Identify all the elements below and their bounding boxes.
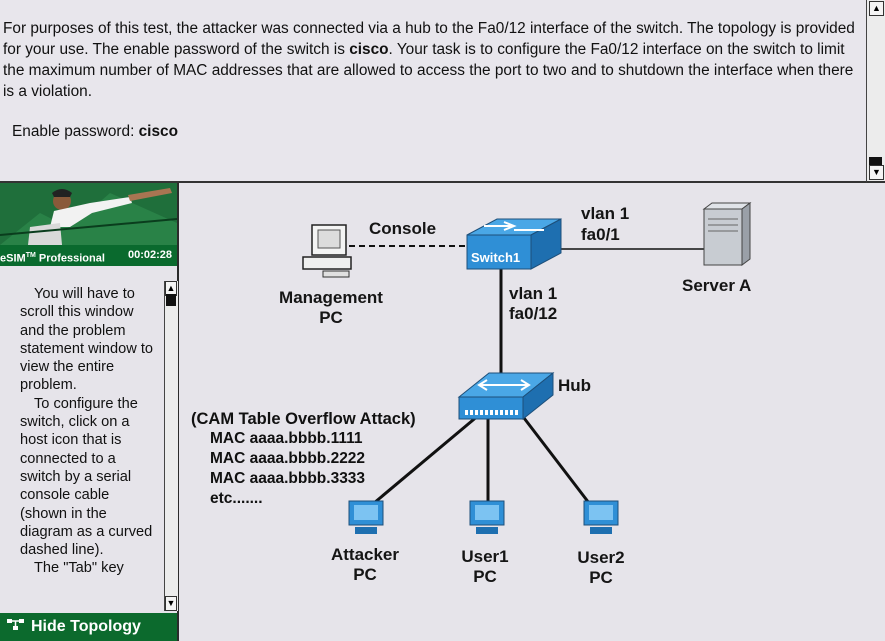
enable-password-value: cisco [138, 123, 178, 140]
topology-diagram: Console Switch1 vlan 1 fa0/1 Server A Ma… [179, 183, 885, 641]
user1-pc-label: User1 PC [443, 547, 527, 587]
vlan-mid-label: vlan 1 [509, 284, 558, 303]
scroll-down-icon[interactable]: ▼ [165, 596, 177, 611]
problem-statement: For purposes of this test, the attacker … [0, 0, 866, 183]
link-hub-user2 [522, 417, 591, 504]
status-bar: eSIMTM Professional 00:02:28 [0, 245, 177, 266]
hub-label: Hub [558, 376, 592, 395]
user1-pc-line2: PC [473, 567, 497, 586]
switch-icon[interactable] [466, 218, 562, 270]
mac-line: etc....... [210, 490, 263, 507]
management-pc-label: Management PC [267, 288, 395, 328]
attacker-pc-line1: Attacker [330, 545, 400, 564]
enable-password-label: Enable password: [12, 123, 139, 140]
mac-line: MAC aaaa.bbbb.3333 [210, 470, 366, 487]
management-pc-line1: Management [279, 288, 383, 307]
topology-canvas [302, 202, 752, 534]
attacker-pc-line2: PC [353, 565, 377, 584]
server-label: Server A [682, 276, 752, 295]
management-pc-icon[interactable] [302, 224, 352, 278]
switch-label: Switch1 [471, 250, 521, 265]
left-panel: eSIMTM Professional 00:02:28 You will ha… [0, 183, 179, 641]
timer: 00:02:28 [127, 249, 172, 261]
problem-text-part2: . Your task is to configure the Fa0/12 i… [3, 41, 854, 100]
user2-pc-label: User2 PC [559, 548, 643, 588]
instructions-text: You will have to scroll this window and … [20, 285, 156, 578]
enable-password-line: Enable password: cisco [12, 123, 178, 141]
link-hub-attacker [373, 413, 480, 505]
hide-topology-label: Hide Topology [31, 618, 141, 635]
user2-pc-line2: PC [589, 568, 613, 587]
instruction-paragraph: To configure the switch, click on a host… [20, 395, 153, 559]
problem-scrollbar[interactable]: ▲ ▼ [866, 0, 885, 183]
management-pc-line2: PC [319, 308, 343, 327]
attacker-pc-label: Attacker PC [315, 545, 415, 585]
attacker-pc-icon[interactable] [348, 500, 384, 534]
attack-title: (CAM Table Overflow Attack) [191, 410, 416, 428]
instructions-scrollbar[interactable]: ▲ ▼ [164, 281, 178, 611]
console-label: Console [369, 219, 437, 238]
scroll-thumb[interactable] [166, 294, 176, 306]
hide-topology-button[interactable]: Hide Topology [0, 613, 177, 641]
mac-line: MAC aaaa.bbbb.1111 [210, 430, 363, 447]
user1-pc-icon[interactable] [469, 500, 505, 534]
user2-pc-line1: User2 [577, 548, 625, 567]
problem-text-part1: For purposes of this test, the attacker … [3, 20, 855, 58]
instruction-paragraph: The "Tab" key [34, 560, 124, 577]
problem-text: For purposes of this test, the attacker … [3, 18, 861, 102]
instruction-paragraph: You will have to scroll this window and … [20, 286, 154, 394]
scroll-down-icon[interactable]: ▼ [869, 165, 884, 180]
hub-icon[interactable] [457, 371, 555, 421]
scroll-up-icon[interactable]: ▲ [869, 1, 884, 16]
server-icon[interactable] [702, 202, 752, 266]
mac-line: MAC aaaa.bbbb.2222 [210, 450, 366, 467]
topology-icon [6, 613, 26, 641]
climber-illustration [0, 183, 177, 245]
problem-password: cisco [349, 41, 389, 58]
banner-image [0, 183, 177, 245]
vlan-top-label: vlan 1 [581, 204, 630, 223]
port-mid-label: fa0/12 [509, 304, 558, 323]
user1-pc-line1: User1 [461, 547, 509, 566]
port-top-label: fa0/1 [581, 225, 620, 244]
brand-label: eSIMTM Professional [0, 252, 105, 265]
user2-pc-icon[interactable] [583, 500, 619, 534]
